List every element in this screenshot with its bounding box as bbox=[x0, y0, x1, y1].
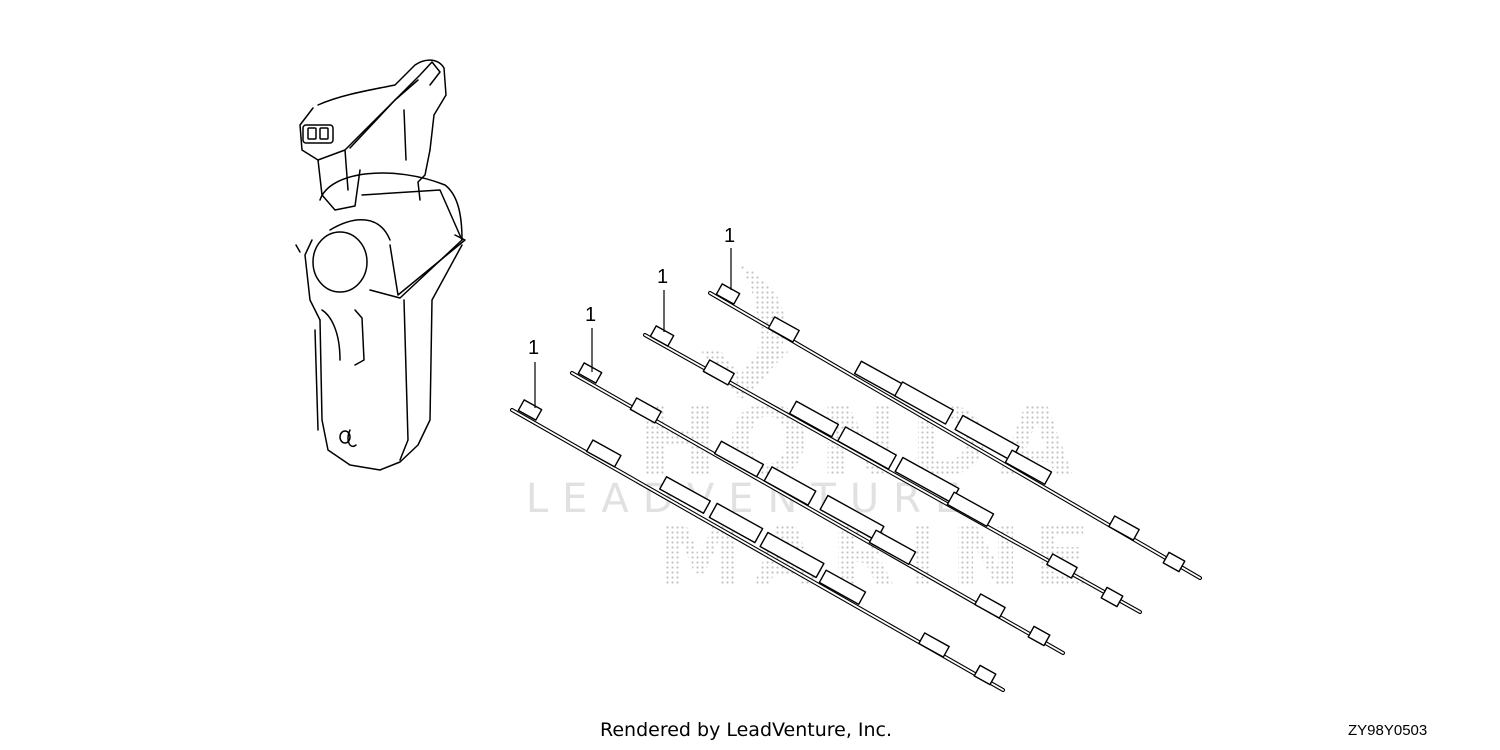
watermark-wing-icon bbox=[740, 265, 785, 400]
callout-3: 1 bbox=[657, 266, 669, 288]
control-cable-icon bbox=[643, 325, 1142, 614]
callout-1: 1 bbox=[528, 337, 540, 359]
callout-leaders bbox=[534, 248, 732, 408]
remote-control-box-icon bbox=[295, 59, 466, 471]
diagram-code: ZY98Y0503 bbox=[1348, 722, 1428, 739]
watermark-brand-middle: LEADVENTURE bbox=[526, 476, 974, 522]
callout-4: 1 bbox=[724, 225, 736, 247]
footer-credit: Rendered by LeadVenture, Inc. bbox=[600, 719, 893, 741]
control-cable-icon bbox=[708, 283, 1202, 580]
control-cables bbox=[510, 283, 1202, 692]
control-cable-icon bbox=[570, 362, 1065, 655]
control-cable-icon bbox=[510, 399, 1005, 692]
watermark: HONDA LEADVENTURE MARINE bbox=[526, 265, 1090, 605]
callout-2: 1 bbox=[585, 304, 597, 326]
